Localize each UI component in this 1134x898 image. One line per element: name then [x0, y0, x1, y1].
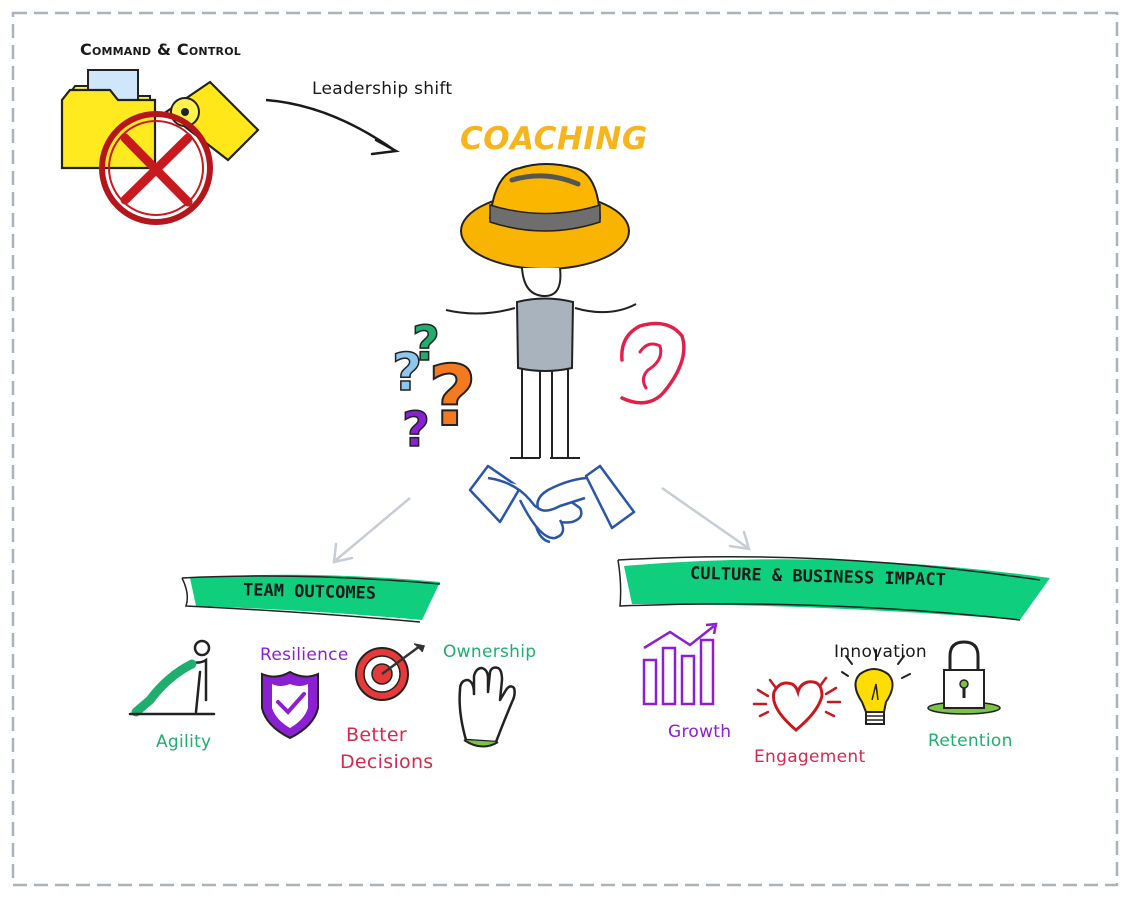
innovation-label: Innovation [834, 642, 928, 662]
padlock-icon [927, 640, 1001, 715]
better-decisions-label-line1: Better [346, 724, 407, 746]
resilience-label: Resilience [260, 645, 349, 665]
svg-text:?: ? [392, 343, 422, 403]
agility-label: Agility [156, 732, 212, 752]
shield-check-icon [261, 670, 319, 740]
svg-text:?: ? [412, 316, 440, 372]
svg-text:?: ? [402, 402, 430, 458]
growth-label: Growth [668, 722, 732, 742]
leadership-shift-arrow [265, 98, 400, 156]
push-up-icon [128, 639, 216, 717]
engagement-label: Engagement [754, 747, 866, 767]
team-outcomes-title: TEAM OUTCOMES [242, 580, 377, 604]
culture-impact-banner [617, 555, 1050, 621]
command-control-icon [60, 69, 260, 225]
ear-icon [620, 321, 686, 405]
handshake-icon [468, 464, 636, 544]
fedora-hat-icon [460, 163, 630, 270]
coach-figure [445, 163, 637, 459]
ownership-label: Ownership [443, 642, 537, 662]
command-control-title: Command & Control [80, 40, 241, 59]
lightbulb-icon [841, 649, 911, 725]
raised-hand-icon [458, 666, 516, 748]
coaching-title: COACHING [460, 121, 648, 157]
branch-arrow-right [661, 486, 751, 551]
leadership-shift-label: Leadership shift [312, 79, 453, 99]
team-outcomes-banner [181, 574, 441, 623]
sketch-border [11, 11, 1119, 887]
svg-text:?: ? [428, 347, 477, 445]
target-icon [355, 643, 425, 701]
retention-label: Retention [928, 731, 1013, 751]
branch-arrow-left [332, 497, 411, 564]
question-marks-icon: ? ? ? ? [391, 315, 477, 459]
better-decisions-label-line2: Decisions [340, 751, 434, 773]
growth-chart-icon [642, 622, 718, 706]
heart-icon [752, 676, 842, 732]
